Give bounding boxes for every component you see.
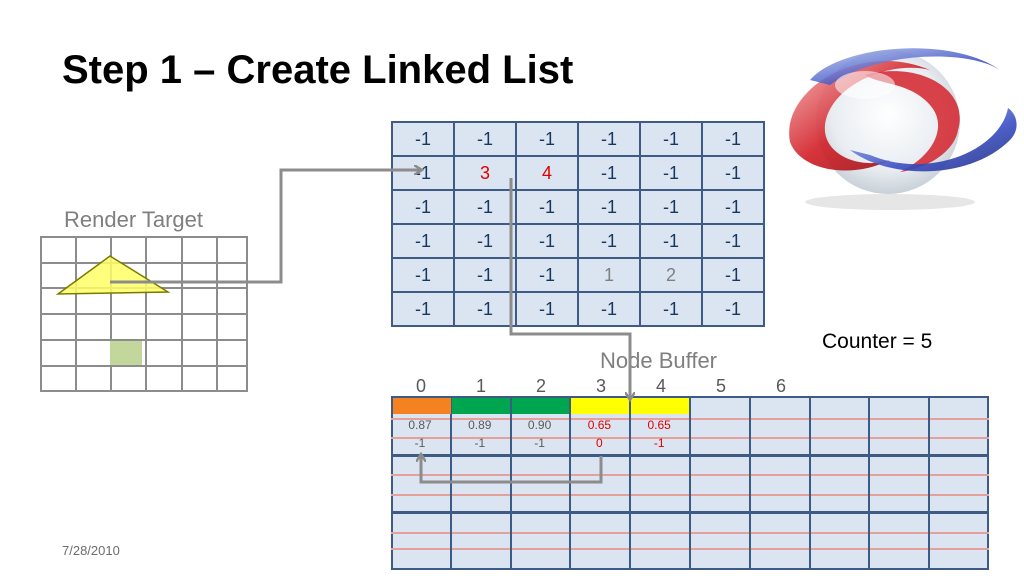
head-pointer-cell: -1 bbox=[517, 293, 577, 325]
node-color-swatch bbox=[571, 398, 630, 414]
node-next-pointer: 0 bbox=[596, 436, 603, 450]
node-depth-value: 0.90 bbox=[527, 418, 552, 432]
head-pointer-cell: 3 bbox=[455, 157, 515, 189]
head-pointer-cell: -1 bbox=[393, 157, 453, 189]
head-pointer-cell: -1 bbox=[641, 123, 701, 155]
head-pointer-cell: -1 bbox=[641, 225, 701, 257]
head-pointer-cell: -1 bbox=[455, 259, 515, 291]
triangle-shape bbox=[55, 255, 171, 295]
head-pointer-cell: -1 bbox=[393, 293, 453, 325]
head-pointer-cell: 1 bbox=[579, 259, 639, 291]
head-pointer-cell: -1 bbox=[703, 191, 763, 223]
head-pointer-cell: -1 bbox=[641, 293, 701, 325]
node-depth-value: 0.89 bbox=[468, 418, 492, 432]
head-pointer-cell: -1 bbox=[579, 157, 639, 189]
slide-title: Step 1 – Create Linked List bbox=[62, 48, 574, 92]
head-pointer-cell: -1 bbox=[703, 293, 763, 325]
render-target-label: Render Target bbox=[64, 207, 204, 232]
node-index-label: 6 bbox=[775, 376, 786, 396]
render-target-grid bbox=[40, 236, 248, 392]
head-pointer-cell: -1 bbox=[703, 225, 763, 257]
head-pointer-cell: 2 bbox=[641, 259, 701, 291]
node-depth-value: 0.87 bbox=[408, 418, 432, 432]
head-pointer-cell: -1 bbox=[455, 123, 515, 155]
node-index-label: 5 bbox=[715, 376, 726, 396]
node-color-swatch bbox=[451, 398, 510, 414]
render-target-pixel bbox=[216, 365, 248, 392]
head-pointer-cell: -1 bbox=[393, 123, 453, 155]
node-depth-value: 0.65 bbox=[587, 418, 612, 432]
counter-text: Counter = 5 bbox=[822, 330, 933, 353]
head-pointer-cell: -1 bbox=[393, 191, 453, 223]
node-buffer: 0.87 -1 0.89 -1 0.90 -1 0.65 0 0.65 -1 bbox=[391, 396, 989, 570]
node-color-swatch bbox=[393, 398, 451, 414]
head-pointer-cell: 4 bbox=[517, 157, 577, 189]
head-pointer-cell: -1 bbox=[455, 225, 515, 257]
node-next-pointer: -1 bbox=[474, 436, 486, 450]
head-pointer-cell: -1 bbox=[517, 259, 577, 291]
node-index-label: 2 bbox=[535, 376, 546, 396]
node-buffer-label: Node Buffer bbox=[600, 348, 718, 373]
node-depth-value: 0.65 bbox=[647, 418, 671, 432]
head-pointer-cell: -1 bbox=[579, 293, 639, 325]
node-index-label: 4 bbox=[655, 376, 666, 396]
head-pointer-cell: -1 bbox=[703, 123, 763, 155]
head-pointer-cell: -1 bbox=[579, 123, 639, 155]
head-pointer-cell: -1 bbox=[393, 259, 453, 291]
head-pointer-cell: -1 bbox=[579, 191, 639, 223]
head-pointer-cell: -1 bbox=[641, 191, 701, 223]
head-pointer-cell: -1 bbox=[455, 293, 515, 325]
node-next-pointer: -1 bbox=[534, 436, 545, 450]
head-pointer-cell: -1 bbox=[455, 191, 515, 223]
node-color-swatch bbox=[631, 398, 689, 414]
head-pointer-cell: -1 bbox=[703, 259, 763, 291]
head-pointer-cell: -1 bbox=[517, 225, 577, 257]
slide-date: 7/28/2010 bbox=[62, 543, 120, 558]
node-index-label: 1 bbox=[475, 376, 486, 396]
head-pointer-cell: -1 bbox=[641, 157, 701, 189]
head-pointer-cell: -1 bbox=[579, 225, 639, 257]
node-color-swatch bbox=[511, 398, 570, 414]
head-pointer-cell: -1 bbox=[703, 157, 763, 189]
node-index-label: 3 bbox=[595, 376, 606, 396]
node-index-label: 0 bbox=[415, 376, 426, 396]
shaded-pixel bbox=[110, 341, 142, 365]
head-pointer-cell: -1 bbox=[517, 123, 577, 155]
node-next-pointer: -1 bbox=[653, 436, 665, 450]
head-pointer-cell: -1 bbox=[517, 191, 577, 223]
product-logo bbox=[789, 48, 1017, 210]
head-pointer-cell: -1 bbox=[393, 225, 453, 257]
node-next-pointer: -1 bbox=[414, 436, 426, 450]
